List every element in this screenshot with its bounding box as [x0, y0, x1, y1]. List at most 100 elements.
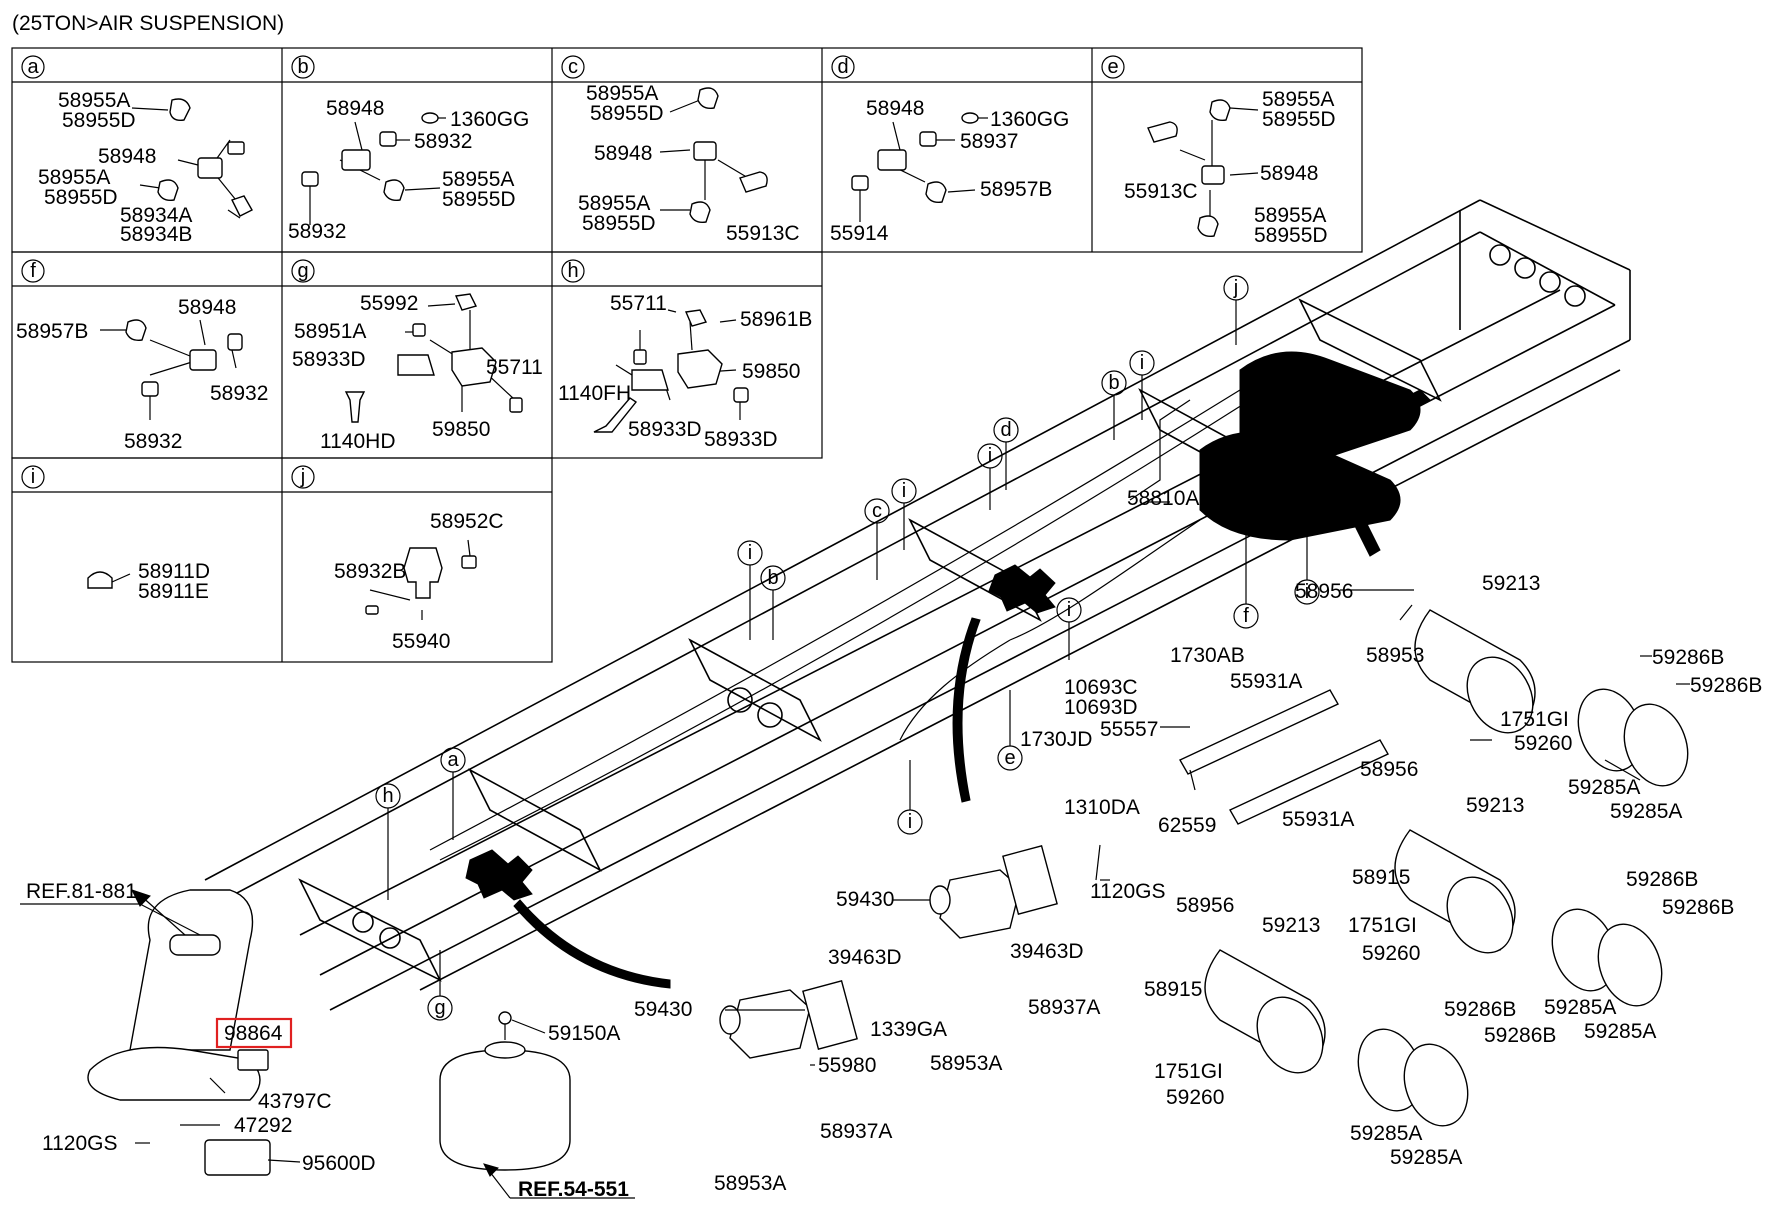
label-1310DA: 1310DA — [1064, 796, 1140, 819]
label: 58955D — [1262, 108, 1336, 131]
label: 58957B — [16, 320, 88, 343]
label-59285A: 59285A — [1390, 1146, 1462, 1169]
label: 58955A — [442, 168, 514, 191]
label: 58934A — [120, 204, 192, 227]
callout-d: d — [993, 417, 1019, 490]
label: 55913C — [1124, 180, 1198, 203]
label: 58932 — [210, 382, 268, 405]
parts-grid — [11, 47, 1363, 663]
label-59285A: 59285A — [1584, 1020, 1656, 1043]
label: 58961B — [740, 308, 812, 331]
label: 58955A — [1262, 88, 1334, 111]
label: 58955D — [44, 186, 118, 209]
label-59213: 59213 — [1262, 914, 1320, 937]
label: 58932 — [414, 130, 472, 153]
label-58953A: 58953A — [930, 1052, 1002, 1075]
cell-f-parts: 58957B 58948 58932 58932 — [16, 296, 268, 453]
label: 59850 — [432, 418, 490, 441]
svg-text:i: i — [748, 542, 752, 564]
svg-text:a: a — [27, 56, 39, 78]
label: 58911D — [138, 560, 210, 583]
label: 58955A — [58, 89, 130, 112]
label-58953A: 58953A — [714, 1172, 786, 1195]
label-59285A: 59285A — [1350, 1122, 1422, 1145]
svg-text:g: g — [434, 997, 445, 1019]
label-55557: 55557 — [1100, 718, 1158, 741]
svg-text:b: b — [297, 56, 308, 78]
svg-text:b: b — [1108, 372, 1119, 394]
label-55931A: 55931A — [1282, 808, 1354, 831]
callout-i: i — [977, 443, 1003, 510]
label: 1140FH — [558, 382, 631, 405]
svg-text:b: b — [767, 567, 778, 589]
label-58956: 58956 — [1360, 758, 1418, 781]
label-58915: 58915 — [1352, 866, 1410, 889]
grid-cell-letters: a b c d e f g h i j — [21, 55, 1125, 489]
cell-b-parts: 58948 1360GG 58932 58955A 58955D 58932 — [288, 97, 529, 243]
cell-e-parts: 58955A 58955D 58948 55913C 58955A 58955D — [1124, 88, 1336, 247]
svg-text:j: j — [300, 466, 305, 488]
svg-text:e: e — [1107, 56, 1118, 78]
label: 55913C — [726, 222, 800, 245]
cell-letter-j: j — [291, 465, 315, 489]
label: 58934B — [120, 223, 192, 246]
callout-i: i — [1056, 597, 1082, 660]
label-59213: 59213 — [1466, 794, 1524, 817]
label-59260: 59260 — [1514, 732, 1572, 755]
label: 1360GG — [990, 108, 1069, 131]
label: 58951A — [294, 320, 366, 343]
label-58953: 58953 — [1366, 644, 1424, 667]
label: 58948 — [98, 145, 156, 168]
svg-text:h: h — [567, 260, 578, 282]
label: 58955A — [38, 166, 110, 189]
label-39463D: 39463D — [1010, 940, 1084, 963]
label-59260: 59260 — [1166, 1086, 1224, 1109]
label-59286B: 59286B — [1662, 896, 1734, 919]
cell-a-parts: 58955A 58955D 58948 58955A 58955D 58934A… — [38, 89, 253, 246]
svg-text:i: i — [31, 466, 35, 488]
svg-text:d: d — [1000, 419, 1011, 441]
callout-a: a — [440, 747, 466, 840]
label: 58933D — [292, 348, 366, 371]
cell-i-parts: 58911D 58911E — [87, 560, 210, 603]
cell-letter-g: g — [291, 259, 315, 283]
air-tank-assembly-black — [465, 351, 1431, 989]
label-59286B: 59286B — [1690, 674, 1762, 697]
label-43797C: 43797C — [258, 1090, 332, 1113]
label: 58933D — [704, 428, 778, 451]
label: 58932B — [334, 560, 406, 583]
label-1120GS: 1120GS — [1090, 880, 1166, 903]
label-59286B: 59286B — [1652, 646, 1724, 669]
label-59213: 59213 — [1482, 572, 1540, 595]
label: 59850 — [742, 360, 800, 383]
cell-letter-e: e — [1101, 55, 1125, 79]
label-ref-81-881: REF.81-881 — [26, 880, 137, 903]
svg-text:a: a — [447, 749, 459, 771]
label-62559: 62559 — [1158, 814, 1216, 837]
label-58937A: 58937A — [1028, 996, 1100, 1019]
callout-c: c — [864, 498, 890, 580]
label-58937A: 58937A — [820, 1120, 892, 1143]
label-59285A: 59285A — [1544, 996, 1616, 1019]
label: 58955D — [1254, 224, 1328, 247]
label-1730JD: 1730JD — [1020, 728, 1092, 751]
ref-arrow — [131, 889, 635, 1199]
label-58915: 58915 — [1144, 978, 1202, 1001]
svg-text:i: i — [908, 811, 912, 833]
callout-e: e — [997, 690, 1023, 771]
label: 58952C — [430, 510, 504, 533]
cell-letter-b: b — [291, 55, 315, 79]
svg-text:i: i — [1067, 599, 1071, 621]
cell-letter-i: i — [21, 465, 45, 489]
callout-i: i — [737, 540, 763, 640]
label-58956: 58956 — [1295, 580, 1353, 603]
label-39463D: 39463D — [828, 946, 902, 969]
svg-text:f: f — [1243, 605, 1249, 627]
svg-text:e: e — [1004, 747, 1015, 769]
label: 1360GG — [450, 108, 529, 131]
callout-b: b — [760, 565, 786, 640]
cell-letter-h: h — [561, 259, 585, 283]
cell-g-parts: 55992 58951A 58933D 55711 1140HD 59850 — [292, 292, 543, 453]
svg-text:i: i — [1140, 352, 1144, 374]
callout-f: f — [1233, 530, 1259, 629]
